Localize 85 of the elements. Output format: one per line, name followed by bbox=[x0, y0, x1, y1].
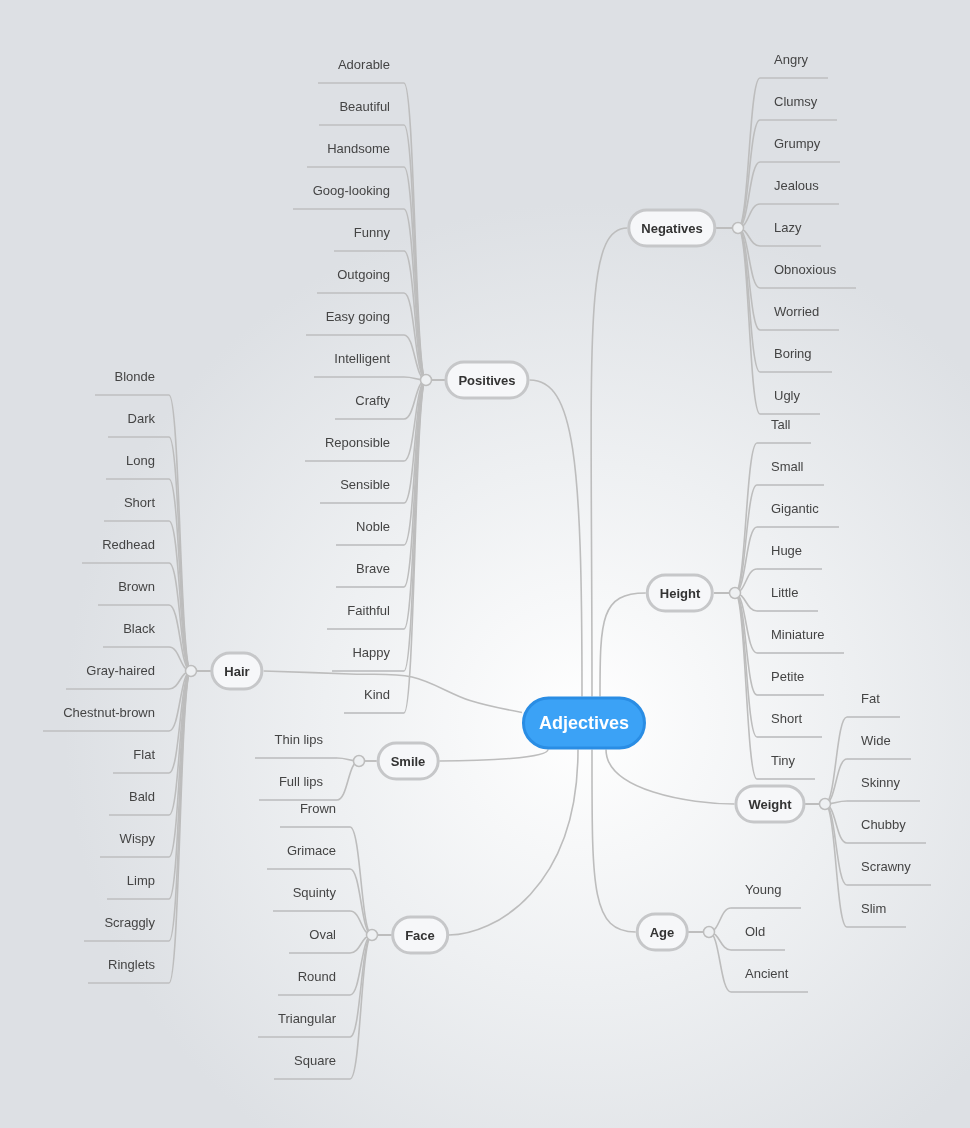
connector-line bbox=[605, 748, 736, 805]
underlined-label: Chubby bbox=[847, 815, 926, 844]
underlined-label: Scrawny bbox=[847, 857, 931, 886]
underlined-label: Gray-haired bbox=[66, 661, 169, 690]
topic-pill: Height bbox=[645, 573, 715, 613]
underlined-label: Small bbox=[757, 457, 824, 486]
connector-line bbox=[590, 227, 629, 698]
underlined-label: Round bbox=[277, 967, 350, 996]
underlined-label: Brave bbox=[336, 559, 404, 588]
underlined-label: Worried bbox=[760, 302, 840, 331]
topic-pill: Hair bbox=[210, 651, 264, 691]
topic-pill: Weight bbox=[734, 784, 806, 824]
underlined-label: Goog-looking bbox=[292, 181, 404, 210]
underlined-label: Crafty bbox=[335, 391, 404, 420]
underlined-label: Oval bbox=[289, 925, 350, 954]
topic-pill: Smile bbox=[376, 741, 440, 781]
connector-line bbox=[591, 748, 637, 933]
underlined-label: Long bbox=[106, 451, 169, 480]
underlined-label: Blonde bbox=[94, 367, 169, 396]
underlined-label: Petite bbox=[757, 667, 825, 696]
underlined-label: Obnoxious bbox=[760, 260, 857, 289]
underlined-label: Outgoing bbox=[317, 265, 404, 294]
topic-pill: Face bbox=[391, 915, 449, 955]
underlined-label: Noble bbox=[336, 517, 404, 546]
topic-pill: Positives bbox=[444, 360, 530, 400]
underlined-label: Bald bbox=[108, 787, 169, 816]
underlined-label: Brown bbox=[98, 577, 169, 606]
topic-pill: Negatives bbox=[627, 208, 717, 248]
underlined-label: Wide bbox=[847, 731, 911, 760]
underlined-label: Huge bbox=[757, 541, 823, 570]
underlined-label: Square bbox=[274, 1051, 350, 1080]
underlined-label: Old bbox=[731, 922, 786, 951]
connector-line bbox=[599, 592, 647, 698]
underlined-label: Boring bbox=[760, 344, 832, 373]
underlined-label: Easy going bbox=[305, 307, 404, 336]
underlined-label: Ringlets bbox=[88, 955, 169, 984]
underlined-label: Grimace bbox=[266, 841, 350, 870]
underlined-label: Beautiful bbox=[319, 97, 404, 126]
underlined-label: Intelligent bbox=[314, 349, 404, 378]
underlined-label: Faithful bbox=[327, 601, 404, 630]
underlined-label: Thin lips bbox=[254, 730, 337, 759]
underlined-label: Grumpy bbox=[760, 134, 841, 163]
underlined-label: Triangular bbox=[257, 1009, 350, 1038]
connector-line bbox=[528, 379, 583, 698]
underlined-label: Redhead bbox=[82, 535, 169, 564]
underlined-label: Skinny bbox=[847, 773, 921, 802]
underlined-label: Kind bbox=[343, 685, 404, 714]
underlined-label: Flat bbox=[113, 745, 169, 774]
underlined-label: Lazy bbox=[760, 218, 822, 247]
underlined-label: Angry bbox=[760, 50, 828, 79]
connector-line bbox=[448, 748, 579, 936]
underlined-label: Miniature bbox=[757, 625, 845, 654]
underlined-label: Young bbox=[731, 880, 802, 909]
underlined-label: Wispy bbox=[99, 829, 169, 858]
central-topic: Adjectives bbox=[522, 696, 646, 750]
connector-line bbox=[438, 748, 549, 762]
underlined-label: Jealous bbox=[760, 176, 839, 205]
underlined-label: Tiny bbox=[757, 751, 816, 780]
underlined-label: Little bbox=[757, 583, 819, 612]
underlined-label: Funny bbox=[333, 223, 404, 252]
underlined-label: Ugly bbox=[760, 386, 820, 415]
underlined-label: Chestnut-brown bbox=[43, 703, 169, 732]
underlined-label: Dark bbox=[107, 409, 169, 438]
underlined-label: Sensible bbox=[320, 475, 404, 504]
underlined-label: Ancient bbox=[731, 964, 809, 993]
underlined-label: Squinty bbox=[272, 883, 350, 912]
underlined-label: Tall bbox=[757, 415, 811, 444]
underlined-label: Short bbox=[757, 709, 823, 738]
underlined-label: Handsome bbox=[307, 139, 404, 168]
connector-line bbox=[262, 670, 523, 714]
underlined-label: Gigantic bbox=[757, 499, 839, 528]
underlined-label: Black bbox=[103, 619, 169, 648]
underlined-label: Reponsible bbox=[304, 433, 404, 462]
underlined-label: Limp bbox=[106, 871, 169, 900]
underlined-label: Short bbox=[103, 493, 169, 522]
underlined-label: Slim bbox=[847, 899, 907, 928]
underlined-label: Happy bbox=[332, 643, 404, 672]
underlined-label: Frown bbox=[279, 799, 350, 828]
connector-line bbox=[336, 760, 378, 801]
underlined-label: Full lips bbox=[258, 772, 337, 801]
underlined-label: Fat bbox=[847, 689, 900, 718]
underlined-label: Clumsy bbox=[760, 92, 838, 121]
underlined-label: Adorable bbox=[317, 55, 404, 84]
topic-pill: Age bbox=[635, 912, 689, 952]
underlined-label: Scraggly bbox=[84, 913, 169, 942]
